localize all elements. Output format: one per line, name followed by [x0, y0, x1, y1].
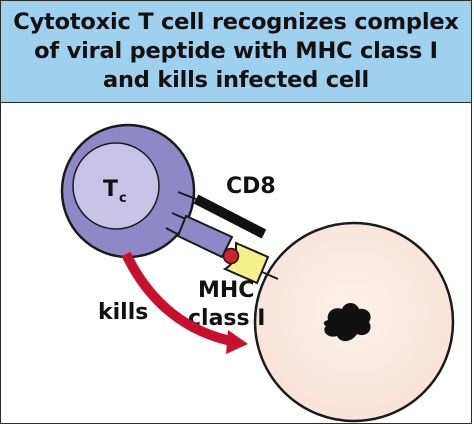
kills-label: kills [98, 300, 148, 325]
tc-cell-label: T [103, 177, 118, 202]
title-panel: Cytotoxic T cell recognizes complex of v… [0, 0, 472, 103]
title-line-2: of viral peptide with MHC class I [34, 38, 438, 64]
kill-arrowhead [226, 330, 248, 354]
kill-arrow [121, 251, 237, 347]
mhc-stalk [261, 271, 279, 280]
title-line-3: and kills infected cell [103, 67, 369, 93]
tc-cell-label-subscript: c [119, 191, 127, 206]
cd8-label: CD8 [226, 174, 276, 199]
viral-peptide [222, 247, 240, 265]
t-cell-receptor [176, 214, 234, 259]
cd8-coreceptor [193, 194, 267, 239]
figure-title: Cytotoxic T cell recognizes complex of v… [13, 8, 459, 95]
cd8-stalk [177, 191, 197, 200]
mhc-label: MHC [198, 278, 254, 303]
tc-cell-nucleus [72, 142, 160, 230]
title-line-1: Cytotoxic T cell recognizes complex [13, 9, 459, 35]
target-cell-nucleus [323, 303, 371, 342]
